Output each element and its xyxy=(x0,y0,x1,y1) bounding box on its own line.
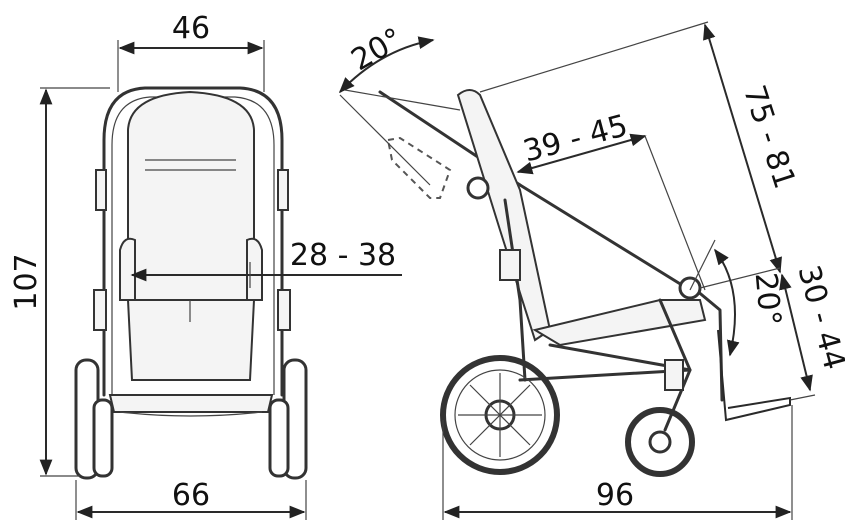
dim-front-height: 107 xyxy=(9,87,110,477)
dim-front-top: 46 xyxy=(117,11,265,92)
side-footrest xyxy=(717,329,791,422)
handle-alt-position xyxy=(386,136,452,199)
front-caster-wheel xyxy=(625,407,695,477)
side-seat xyxy=(532,299,707,347)
dim-seat-depth: 39 - 45 xyxy=(516,108,706,291)
dim-front-bottom: 66 xyxy=(75,478,307,520)
side-view: 20° 39 - 45 75 - 81 30 - 44 20° xyxy=(338,21,845,520)
dim-front-top-label: 46 xyxy=(172,11,210,46)
dim-side-length-label: 96 xyxy=(596,478,634,513)
dim-seat-depth-label: 39 - 45 xyxy=(520,108,632,169)
dim-front-bottom-label: 66 xyxy=(172,478,210,513)
rear-wheel xyxy=(440,355,560,475)
dim-footrest-angle-label: 20° xyxy=(748,271,788,327)
front-right-wheels xyxy=(268,358,308,480)
dim-footrest-angle: 20° xyxy=(689,239,788,357)
dim-backrest-angle-label: 20° xyxy=(345,21,409,78)
front-backrest xyxy=(127,90,255,301)
front-view: 46 107 28 - 38 66 xyxy=(9,11,402,520)
front-left-wheels xyxy=(74,358,114,480)
dim-backrest-angle: 20° xyxy=(338,21,461,186)
front-seat xyxy=(126,299,256,381)
dim-front-height-label: 107 xyxy=(9,253,44,310)
side-backrest xyxy=(456,89,552,342)
dim-back-height-label: 75 - 81 xyxy=(736,81,802,193)
dim-seat-width-label: 28 - 38 xyxy=(290,238,396,273)
dim-side-length: 96 xyxy=(442,405,793,520)
dim-leg-length-label: 30 - 44 xyxy=(791,262,845,374)
front-frame xyxy=(102,86,284,397)
dim-seat-width: 28 - 38 xyxy=(130,238,402,288)
